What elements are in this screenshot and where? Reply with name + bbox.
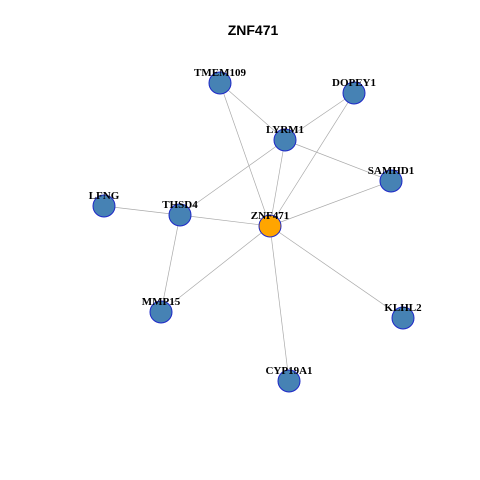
edge-znf471-cyp19a1 xyxy=(269,225,290,382)
graph-title: ZNF471 xyxy=(228,22,279,38)
node-klhl2: KLHL2 xyxy=(384,302,422,330)
node-circle-dopey1 xyxy=(342,81,366,105)
node-circle-mmp15 xyxy=(149,300,173,324)
node-label-mmp15: MMP15 xyxy=(142,296,181,308)
node-label-samhd1: SAMHD1 xyxy=(368,165,414,177)
node-circle-klhl2 xyxy=(391,306,415,330)
edge-lfng-thsd4 xyxy=(103,205,181,216)
node-label-thsd4: THSD4 xyxy=(162,199,198,211)
node-circle-tmem109 xyxy=(208,71,232,95)
edge-znf471-thsd4 xyxy=(179,214,271,227)
edge-znf471-klhl2 xyxy=(269,225,404,319)
node-lfng: LFNG xyxy=(89,190,120,218)
edges-layer xyxy=(103,82,404,382)
node-label-lfng: LFNG xyxy=(89,190,120,202)
edge-lyrm1-samhd1 xyxy=(284,139,392,182)
node-label-tmem109: TMEM109 xyxy=(194,67,246,79)
node-circle-lyrm1 xyxy=(273,128,297,152)
node-mmp15: MMP15 xyxy=(142,296,181,324)
node-circle-znf471 xyxy=(258,214,282,238)
edge-znf471-tmem109 xyxy=(219,82,271,227)
node-label-znf471: ZNF471 xyxy=(251,210,290,222)
edge-znf471-samhd1 xyxy=(269,180,392,227)
edge-znf471-lyrm1 xyxy=(269,139,286,227)
node-circle-lfng xyxy=(92,194,116,218)
edge-dopey1-lyrm1 xyxy=(284,92,355,141)
node-samhd1: SAMHD1 xyxy=(368,165,414,193)
node-dopey1: DOPEY1 xyxy=(332,77,376,105)
node-cyp19a1: CYP19A1 xyxy=(265,365,313,393)
node-label-lyrm1: LYRM1 xyxy=(266,124,304,136)
node-circle-thsd4 xyxy=(168,203,192,227)
node-circle-samhd1 xyxy=(379,169,403,193)
node-label-cyp19a1: CYP19A1 xyxy=(265,365,312,377)
node-lyrm1: LYRM1 xyxy=(266,124,304,152)
node-label-klhl2: KLHL2 xyxy=(384,302,422,314)
edge-znf471-mmp15 xyxy=(160,225,271,313)
node-tmem109: TMEM109 xyxy=(194,67,246,95)
edge-thsd4-mmp15 xyxy=(160,214,181,313)
node-circle-cyp19a1 xyxy=(277,369,301,393)
edge-znf471-dopey1 xyxy=(269,92,355,227)
edge-tmem109-lyrm1 xyxy=(219,82,286,141)
node-thsd4: THSD4 xyxy=(162,199,198,227)
node-znf471: ZNF471 xyxy=(251,210,290,238)
edge-lyrm1-thsd4 xyxy=(179,139,286,216)
node-label-dopey1: DOPEY1 xyxy=(332,77,376,89)
